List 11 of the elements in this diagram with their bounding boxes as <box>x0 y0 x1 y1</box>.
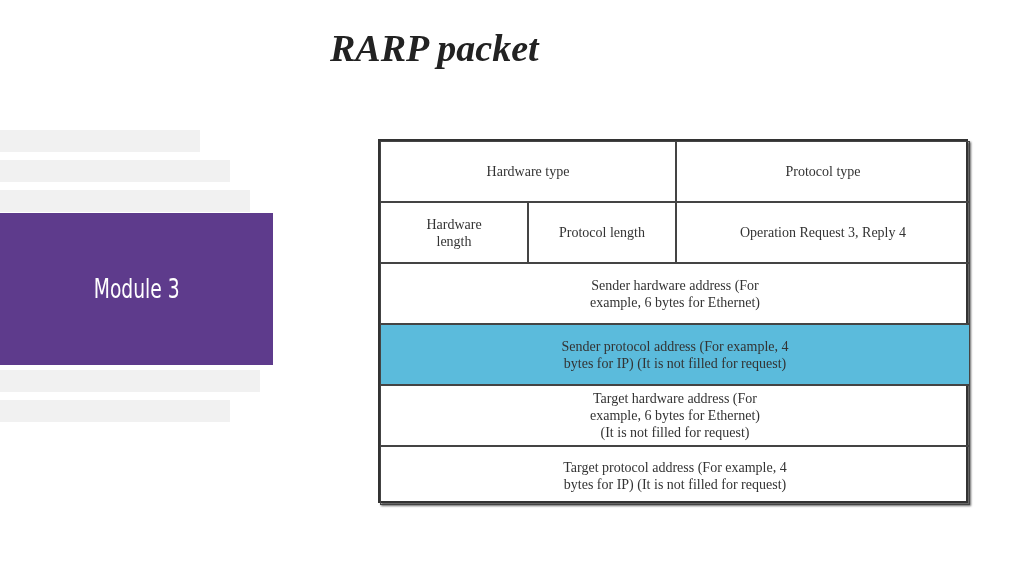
field-cell: Hardware type <box>380 141 676 202</box>
module-label: Module 3 <box>93 274 180 304</box>
field-cell: Target protocol address (For example, 4 bytes for IP) (It is not filled for request) <box>380 446 970 505</box>
field-cell: Target hardware address (For example, 6 bytes for Ethernet) (It is not filled for request) <box>380 385 970 446</box>
highlighted-field-cell: Sender protocol address (For example, 4 bytes for IP) (It is not filled for request) <box>380 324 970 385</box>
field-cell: Protocol length <box>528 202 676 263</box>
field-cell: Protocol type <box>676 141 970 202</box>
slide-title: RARP packet <box>330 26 539 70</box>
field-cell: Operation Request 3, Reply 4 <box>676 202 970 263</box>
field-cell: Sender hardware address (For example, 6 bytes for Ethernet) <box>380 263 970 324</box>
field-cell: Hardware length <box>380 202 528 263</box>
